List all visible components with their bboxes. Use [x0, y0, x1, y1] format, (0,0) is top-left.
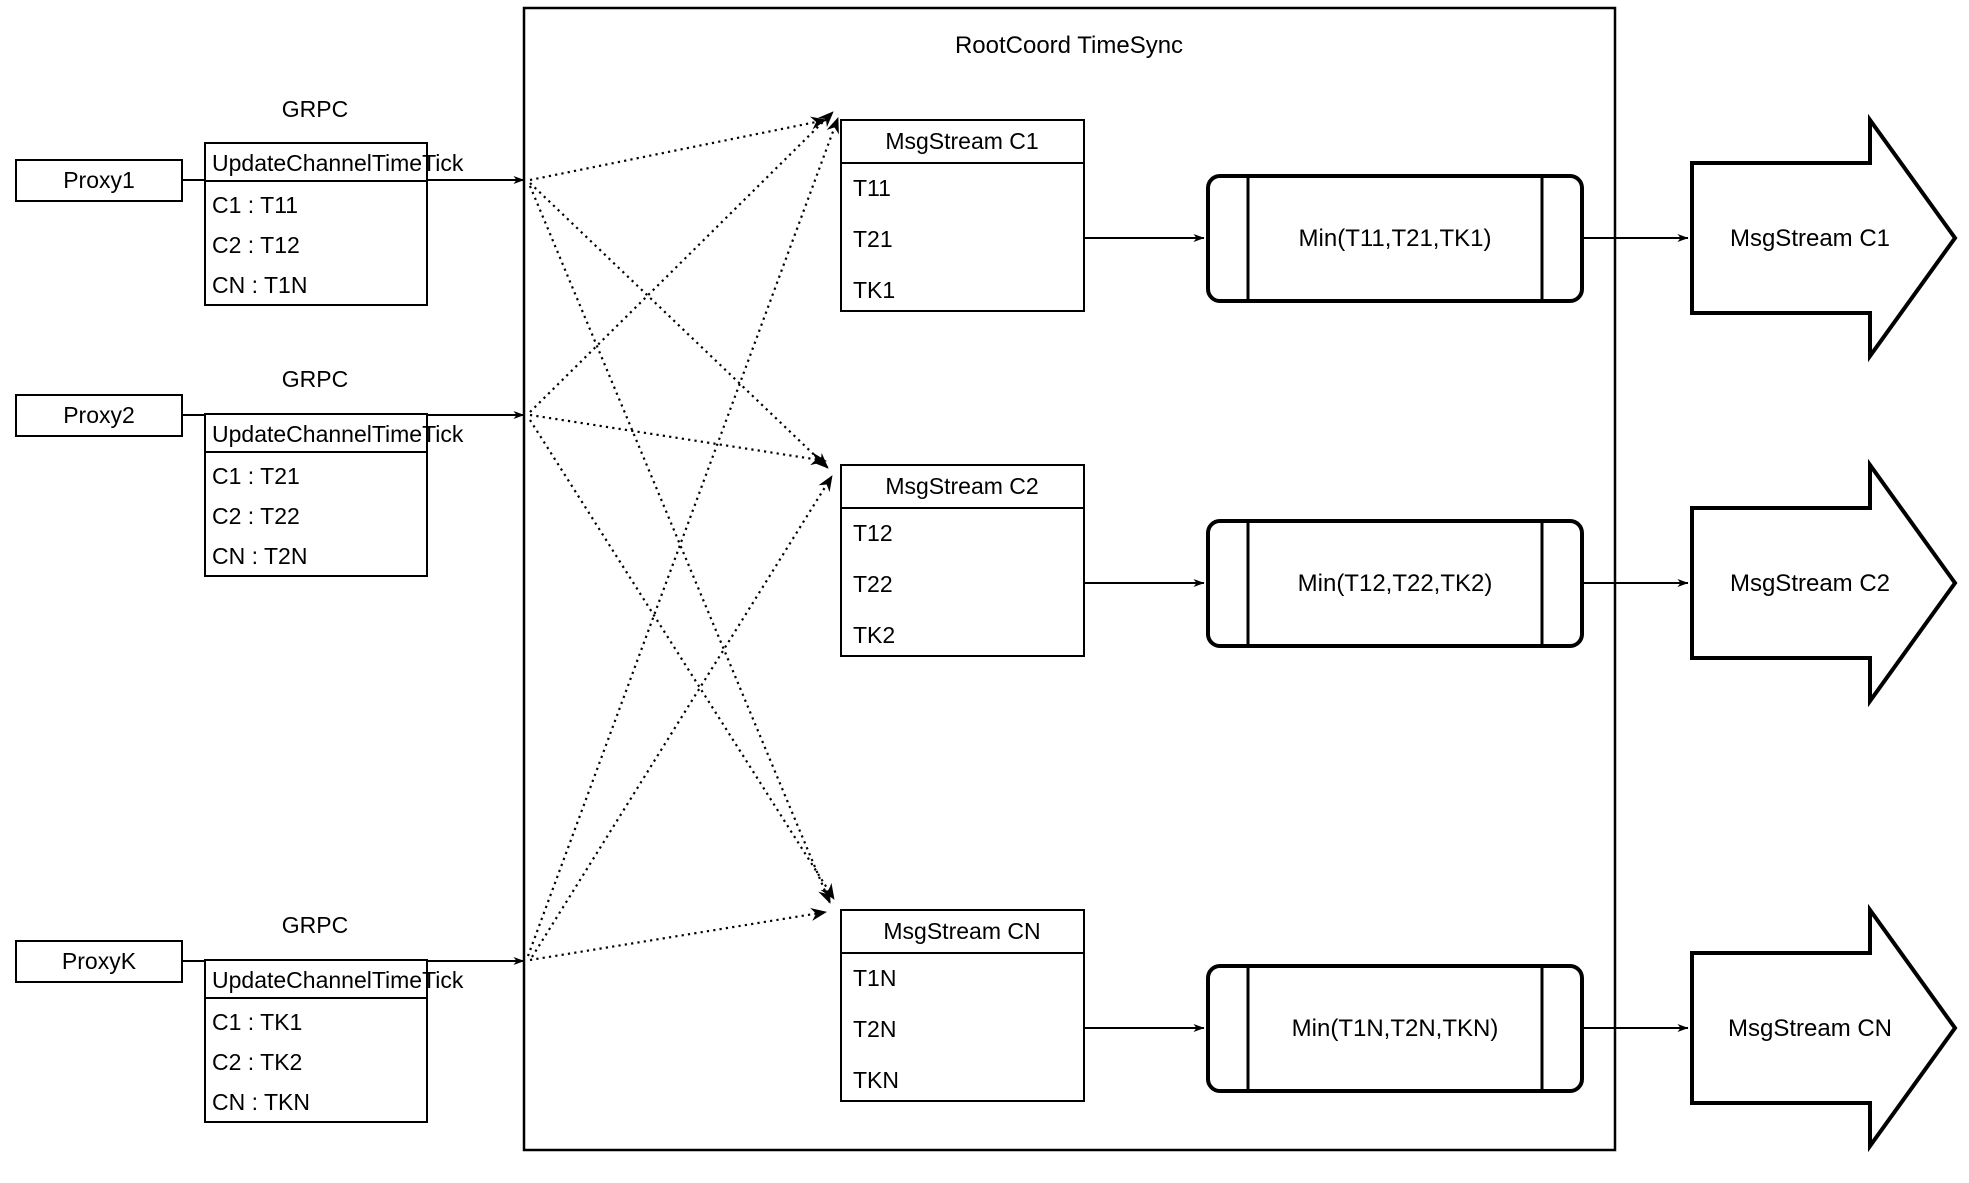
- payload-entry-1-1: C2 : T12: [212, 232, 300, 258]
- container-title: RootCoord TimeSync: [955, 32, 1183, 59]
- payload-entry-2-2: CN : T2N: [212, 543, 307, 569]
- payload-entry-k-0: C1 : TK1: [212, 1009, 302, 1035]
- dotted-proxy1-to-cn: [528, 185, 832, 904]
- msgstream-tick-2-2: TK2: [853, 622, 895, 648]
- grpc-label-1: GRPC: [282, 96, 348, 122]
- msgstream-tick-n-2: TKN: [853, 1067, 899, 1093]
- msgstream-tick-1-1: T21: [853, 226, 893, 252]
- proxy-box-1[interactable]: [15, 159, 183, 202]
- dotted-proxy1-to-c2: [529, 182, 829, 469]
- output-block-arrow-n: [1690, 903, 1958, 1153]
- payload-entry-1-0: C1 : T11: [212, 192, 298, 218]
- min-label-n: Min(T1N,T2N,TKN): [1292, 1015, 1499, 1042]
- msgstream-title-1: MsgStream C1: [885, 128, 1038, 154]
- dotted-proxy2-to-cn: [529, 419, 835, 900]
- payload-box-1: [204, 142, 428, 306]
- payload-box-k: [204, 959, 428, 1123]
- payload-entry-k-1: C2 : TK2: [212, 1049, 302, 1075]
- payload-title-1: UpdateChannelTimeTick: [212, 150, 464, 176]
- msgstream-tick-n-0: T1N: [853, 965, 896, 991]
- output-label-2: MsgStream C2: [1730, 570, 1890, 597]
- proxy-label-1: Proxy1: [63, 167, 135, 193]
- msgstream-box-2: [840, 464, 1085, 657]
- msgstream-tick-1-0: T11: [853, 175, 891, 201]
- dotted-proxyk-to-cn: [529, 907, 827, 962]
- dotted-proxyk-to-c1: [526, 117, 840, 957]
- grpc-label-2: GRPC: [282, 366, 348, 392]
- proxy-label-k: ProxyK: [62, 948, 137, 974]
- output-block-arrow-2: [1690, 458, 1958, 708]
- payload-box-2: [204, 413, 428, 577]
- proxy-box-2[interactable]: [15, 394, 183, 437]
- output-label-1: MsgStream C1: [1730, 225, 1890, 252]
- dotted-proxyk-to-c2: [531, 475, 833, 958]
- payload-entry-1-2: CN : T1N: [212, 272, 307, 298]
- msgstream-tick-2-0: T12: [853, 520, 893, 546]
- min-label-1: Min(T11,T21,TK1): [1299, 225, 1492, 252]
- dotted-proxy2-to-c1: [529, 111, 834, 413]
- msgstream-box-n: [840, 909, 1085, 1102]
- msgstream-title-n: MsgStream CN: [883, 918, 1040, 944]
- proxy-box-k[interactable]: [15, 940, 183, 983]
- output-label-n: MsgStream CN: [1728, 1015, 1892, 1042]
- payload-title-k: UpdateChannelTimeTick: [212, 967, 464, 993]
- dotted-proxy2-to-c2: [529, 413, 827, 466]
- payload-entry-k-2: CN : TKN: [212, 1089, 310, 1115]
- msgstream-box-1: [840, 119, 1085, 312]
- payload-entry-2-0: C1 : T21: [212, 463, 300, 489]
- dotted-fanout-group: [526, 111, 840, 962]
- proxy-label-2: Proxy2: [63, 402, 135, 428]
- output-block-arrow-1: [1690, 113, 1958, 363]
- msgstream-title-2: MsgStream C2: [885, 473, 1038, 499]
- min-label-2: Min(T12,T22,TK2): [1298, 570, 1493, 597]
- payload-title-2: UpdateChannelTimeTick: [212, 421, 464, 447]
- dotted-proxy1-to-c1: [529, 116, 827, 182]
- msgstream-tick-1-2: TK1: [853, 277, 895, 303]
- msgstream-tick-2-1: T22: [853, 571, 893, 597]
- payload-entry-2-1: C2 : T22: [212, 503, 300, 529]
- grpc-label-k: GRPC: [282, 912, 348, 938]
- msgstream-tick-n-1: T2N: [853, 1016, 896, 1042]
